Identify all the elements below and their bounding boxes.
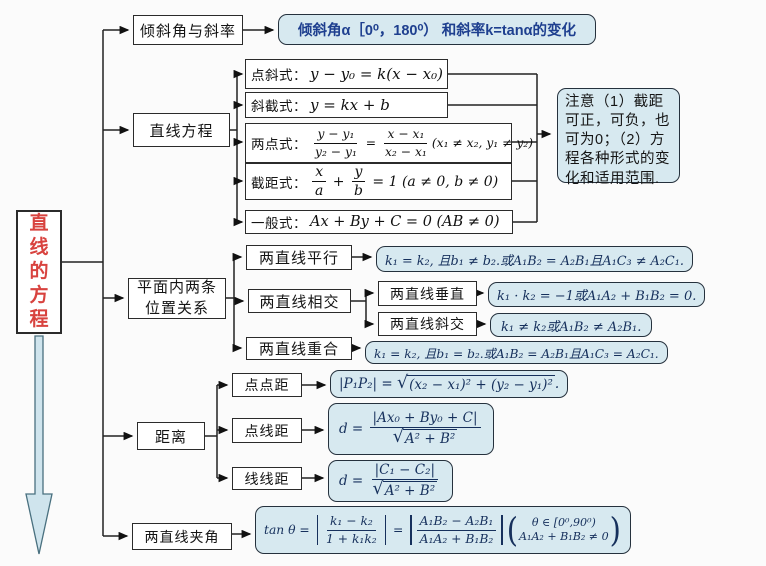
form-formula: y = kx + b bbox=[310, 96, 390, 114]
form-general: 一般式： Ax + By + C = 0 (AB ≠ 0) bbox=[245, 210, 513, 234]
node-parallel-label: 两直线平行 bbox=[258, 250, 339, 267]
formula-coincide-text: k₁ = k₂, 且b₁ = b₂.或A₁B₂ = A₂B₁且A₁C₃ = A₂… bbox=[374, 346, 659, 361]
form-label: 斜截式： bbox=[251, 99, 307, 114]
formula-parallel: k₁ = k₂, 且b₁ ≠ b₂.或A₁B₂ = A₂B₁且A₁C₃ ≠ A₂… bbox=[376, 246, 693, 272]
form-formula: Ax + By + C = 0 (AB ≠ 0) bbox=[310, 214, 500, 230]
node-line-line-distance: 线线距 bbox=[232, 467, 302, 490]
form-label: 截距式： bbox=[251, 175, 307, 191]
form-formula: y − y₀ = k(x − x₀) bbox=[310, 65, 444, 83]
node-point-point-distance: 点点距 bbox=[232, 373, 302, 397]
node-parallel: 两直线平行 bbox=[246, 245, 352, 270]
formula-point-line-text: d = |Ax₀ + By₀ + C|√A² + B² bbox=[339, 410, 483, 448]
node-angle-between-lines: 两直线夹角 bbox=[132, 523, 232, 550]
formula-coincide: k₁ = k₂, 且b₁ = b₂.或A₁B₂ = A₂B₁且A₁C₃ = A₂… bbox=[365, 341, 668, 364]
formula-parallel-text: k₁ = k₂, 且b₁ ≠ b₂.或A₁B₂ = A₂B₁且A₁C₃ ≠ A₂… bbox=[385, 253, 684, 269]
formula-point-line-distance: d = |Ax₀ + By₀ + C|√A² + B² bbox=[328, 403, 494, 455]
form-label: 两点式： bbox=[251, 137, 307, 152]
formula-oblique: k₁ ≠ k₂或A₁B₂ ≠ A₂B₁. bbox=[490, 313, 653, 337]
node-point-point-label: 点点距 bbox=[244, 377, 290, 393]
formula-line-line-distance: d = |C₁ − C₂|√A² + B² bbox=[328, 460, 454, 502]
equation-note: 注意（1）截距可正，可负，也可为0；（2）方程各种形式的变化和适用范围. bbox=[557, 88, 680, 187]
formula-perpendicular-text: k₁ · k₂ = −1或A₁A₂ + B₁B₂ = 0. bbox=[497, 289, 697, 304]
node-oblique: 两直线斜交 bbox=[378, 312, 477, 336]
node-line-line-label: 线线距 bbox=[244, 470, 290, 487]
form-label: 点斜式： bbox=[251, 68, 307, 83]
node-line-equation: 直线方程 bbox=[133, 113, 230, 147]
formula-line-line-text: d = |C₁ − C₂|√A² + B² bbox=[339, 462, 442, 500]
formula-perpendicular: k₁ · k₂ = −1或A₁A₂ + B₁B₂ = 0. bbox=[488, 282, 706, 307]
node-intersect: 两直线相交 bbox=[248, 289, 351, 313]
node-distance: 距离 bbox=[137, 422, 205, 450]
formula-point-point-distance: |P₁P₂| = √(x₂ − x₁)² + (y₂ − y₁)². bbox=[330, 370, 569, 398]
equation-note-text: 注意（1）截距可正，可负，也可为0；（2）方程各种形式的变化和适用范围. bbox=[565, 94, 670, 187]
node-oblique-label: 两直线斜交 bbox=[390, 316, 465, 332]
node-line-equation-label: 直线方程 bbox=[149, 122, 214, 140]
node-distance-label: 距离 bbox=[154, 428, 187, 446]
node-angle-label: 两直线夹角 bbox=[144, 528, 220, 545]
formula-point-point-text: |P₁P₂| = √(x₂ − x₁)² + (y₂ − y₁)². bbox=[339, 372, 560, 394]
node-position-relation-label: 平面内两条位置关系 bbox=[137, 279, 218, 317]
root-down-arrow bbox=[25, 335, 53, 555]
node-slope-angle: 倾斜角与斜率 bbox=[133, 15, 243, 45]
root-node: 直线的方程 bbox=[16, 210, 62, 334]
node-point-line-distance: 点线距 bbox=[232, 418, 302, 443]
form-point-slope: 点斜式： y − y₀ = k(x − x₀) bbox=[245, 59, 448, 89]
node-coincide: 两直线重合 bbox=[246, 337, 352, 360]
node-coincide-label: 两直线重合 bbox=[258, 341, 339, 358]
root-node-label: 直线的方程 bbox=[29, 212, 49, 331]
formula-oblique-text: k₁ ≠ k₂或A₁B₂ ≠ A₂B₁. bbox=[501, 319, 642, 335]
form-label: 一般式： bbox=[251, 216, 307, 231]
form-slope-intercept: 斜截式： y = kx + b bbox=[245, 92, 448, 118]
node-intersect-label: 两直线相交 bbox=[259, 293, 340, 311]
node-perpendicular: 两直线垂直 bbox=[378, 281, 477, 306]
node-point-line-label: 点线距 bbox=[244, 422, 290, 439]
node-position-relation: 平面内两条位置关系 bbox=[128, 278, 226, 319]
node-perpendicular-label: 两直线垂直 bbox=[390, 285, 465, 302]
node-slope-angle-label: 倾斜角与斜率 bbox=[139, 22, 236, 40]
slope-range-note-text: 倾斜角α［0⁰，180⁰） 和斜率k=tanα的变化 bbox=[297, 23, 577, 39]
slope-range-note: 倾斜角α［0⁰，180⁰） 和斜率k=tanα的变化 bbox=[278, 14, 596, 45]
